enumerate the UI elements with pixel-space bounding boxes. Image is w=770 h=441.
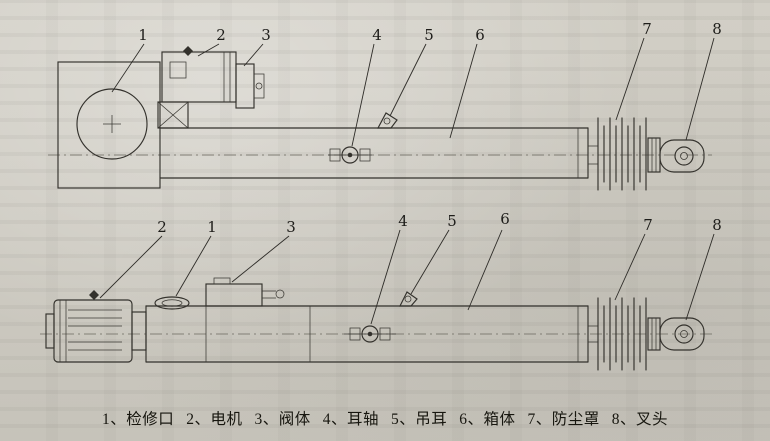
bottom-trunnion [344, 325, 396, 343]
top-dust-cover [588, 117, 647, 191]
callout-number: 3 [261, 26, 271, 44]
callout-number: 7 [643, 216, 653, 234]
bottom-callouts: 2 1 3 4 5 6 7 8 [157, 210, 722, 236]
callout-number: 3 [286, 218, 296, 236]
bottom-motor [45, 290, 147, 363]
callout-number: 2 [216, 26, 226, 44]
top-valve-body [235, 63, 265, 109]
legend-item: 7、防尘罩 [527, 411, 600, 428]
top-callouts: 1 2 3 4 5 6 7 8 [138, 20, 722, 44]
callout-number: 1 [207, 218, 217, 236]
top-lifting-lug [377, 112, 398, 129]
top-eyebolt [183, 46, 193, 56]
callout-number: 7 [642, 20, 652, 38]
legend-item: 3、阀体 [254, 411, 311, 428]
legend-item: 6、箱体 [459, 411, 516, 428]
top-fork-head [647, 137, 705, 173]
top-motor [157, 46, 237, 129]
callout-number: 5 [447, 212, 457, 230]
callout-number: 2 [157, 218, 167, 236]
legend-item: 4、耳轴 [322, 411, 379, 428]
callout-number: 8 [712, 216, 722, 234]
top-leader-lines [111, 37, 715, 147]
callout-number: 6 [475, 26, 485, 44]
legend-item: 2、电机 [186, 411, 243, 428]
bottom-inspection-port [154, 296, 190, 310]
top-cylinder [159, 127, 589, 179]
top-view: 1 2 3 4 5 6 7 8 [48, 20, 722, 191]
callout-number: 1 [138, 26, 148, 44]
top-housing [57, 61, 161, 189]
legend-item: 5、吊耳 [391, 411, 448, 428]
bottom-eyebolt [89, 290, 99, 300]
parts-legend: 1、检修口 2、电机 3、阀体 4、耳轴 5、吊耳 6、箱体 7、防尘罩 8、叉头 [0, 407, 770, 429]
bottom-lifting-lug [399, 291, 418, 307]
callout-number: 5 [424, 26, 434, 44]
callout-number: 4 [372, 26, 382, 44]
legend-item: 1、检修口 [101, 411, 175, 428]
bottom-dust-cover [588, 297, 647, 371]
callout-number: 6 [500, 210, 510, 228]
bottom-fork-head [647, 317, 705, 351]
bottom-leader-lines [99, 229, 715, 325]
callout-number: 8 [712, 20, 722, 38]
bottom-view: 2 1 3 4 5 6 7 8 [40, 210, 722, 371]
bottom-valve-body [205, 277, 285, 307]
callout-number: 4 [398, 212, 408, 230]
legend-item: 8、叉头 [611, 411, 669, 428]
top-trunnion [328, 146, 372, 164]
